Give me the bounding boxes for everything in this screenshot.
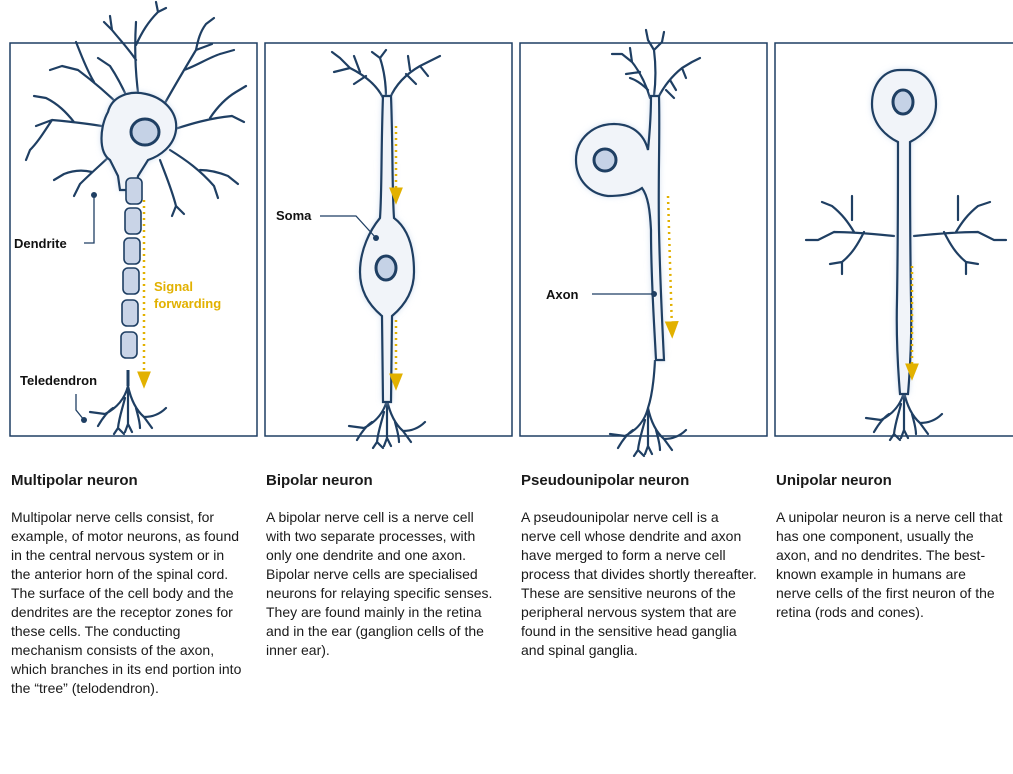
unipolar-title: Unipolar neuron	[776, 472, 892, 490]
axon-label: Axon	[546, 287, 579, 302]
unipolar-nucleus	[893, 90, 913, 114]
pseudounipolar-panel	[520, 43, 767, 436]
signal-forwarding-label-line1: Signal	[154, 279, 193, 294]
dendrite-label: Dendrite	[14, 236, 67, 251]
soma-label: Soma	[276, 208, 312, 223]
unipolar-description: A unipolar neuron is a nerve cell that h…	[776, 508, 1004, 622]
multipolar-description: Multipolar nerve cells consist, for exam…	[11, 508, 247, 698]
bipolar-nucleus	[376, 256, 396, 280]
multipolar-nucleus	[131, 119, 159, 145]
multipolar-title: Multipolar neuron	[11, 472, 138, 490]
dendrite-pointer	[91, 192, 97, 198]
bipolar-title: Bipolar neuron	[266, 472, 373, 490]
signal-forwarding-label-line2: forwarding	[154, 296, 221, 311]
bipolar-description: A bipolar nerve cell is a nerve cell wit…	[266, 508, 496, 660]
pseudounipolar-nucleus	[594, 149, 616, 171]
soma-pointer	[373, 235, 379, 241]
teledendron-pointer	[81, 417, 87, 423]
axon-pointer	[651, 291, 657, 297]
pseudounipolar-description: A pseudounipolar nerve cell is a nerve c…	[521, 508, 757, 660]
pseudounipolar-title: Pseudounipolar neuron	[521, 472, 689, 490]
teledendron-label: Teledendron	[20, 373, 97, 388]
